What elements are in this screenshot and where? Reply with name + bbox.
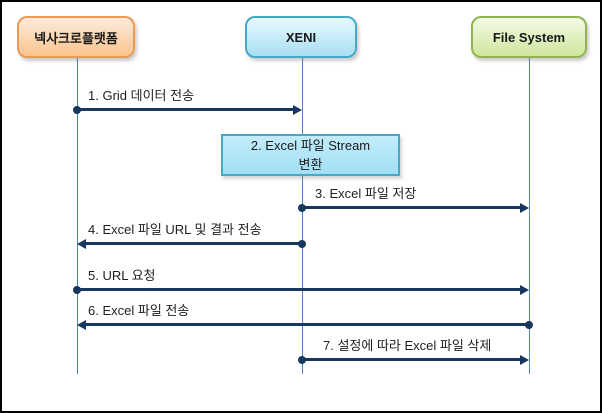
message-excel-file-send-line (85, 323, 529, 326)
message-excel-file-save-label: 3. Excel 파일 저장 (315, 186, 417, 201)
message-excel-url-result-send-line (85, 242, 302, 245)
message-excel-file-save-arrowhead (520, 203, 529, 213)
message-excel-file-save-origin-dot (298, 204, 306, 212)
message-grid-data-send-origin-dot (73, 106, 81, 114)
actor-xeni: XENI (245, 16, 357, 58)
message-url-request-line (77, 288, 521, 291)
message-grid-data-send-line (77, 108, 294, 111)
note-text-line2: 변환 (298, 157, 323, 172)
message-excel-url-result-send-arrowhead (77, 239, 86, 249)
actor-file-system: File System (471, 16, 587, 58)
lifeline-xeni (302, 58, 303, 374)
actor-nexacro-platform: 넥사크로플랫폼 (17, 16, 135, 58)
lifeline-file-system (529, 58, 530, 374)
message-excel-file-delete-line (302, 358, 521, 361)
message-excel-file-send-arrowhead (77, 320, 86, 330)
message-excel-file-delete-origin-dot (298, 356, 306, 364)
lifeline-nexacro-platform (77, 58, 78, 374)
message-excel-file-send-origin-dot (525, 321, 533, 329)
message-excel-url-result-send-label: 4. Excel 파일 URL 및 결과 전송 (88, 222, 262, 237)
note-text-line1: 2. Excel 파일 Stream (250, 138, 371, 153)
message-excel-file-save-line (302, 206, 521, 209)
message-url-request-label: 5. URL 요청 (88, 268, 156, 283)
message-excel-file-delete-arrowhead (520, 355, 529, 365)
message-url-request-origin-dot (73, 286, 81, 294)
message-excel-file-send-label: 6. Excel 파일 전송 (88, 303, 190, 318)
message-excel-url-result-send-origin-dot (298, 240, 306, 248)
message-grid-data-send-label: 1. Grid 데이터 전송 (88, 88, 195, 103)
message-grid-data-send-arrowhead (293, 105, 302, 115)
message-url-request-arrowhead (520, 285, 529, 295)
message-excel-file-delete-label: 7. 설정에 따라 Excel 파일 삭제 (323, 338, 492, 353)
note-excel-stream-conversion: 2. Excel 파일 Stream 변환 (221, 134, 400, 176)
